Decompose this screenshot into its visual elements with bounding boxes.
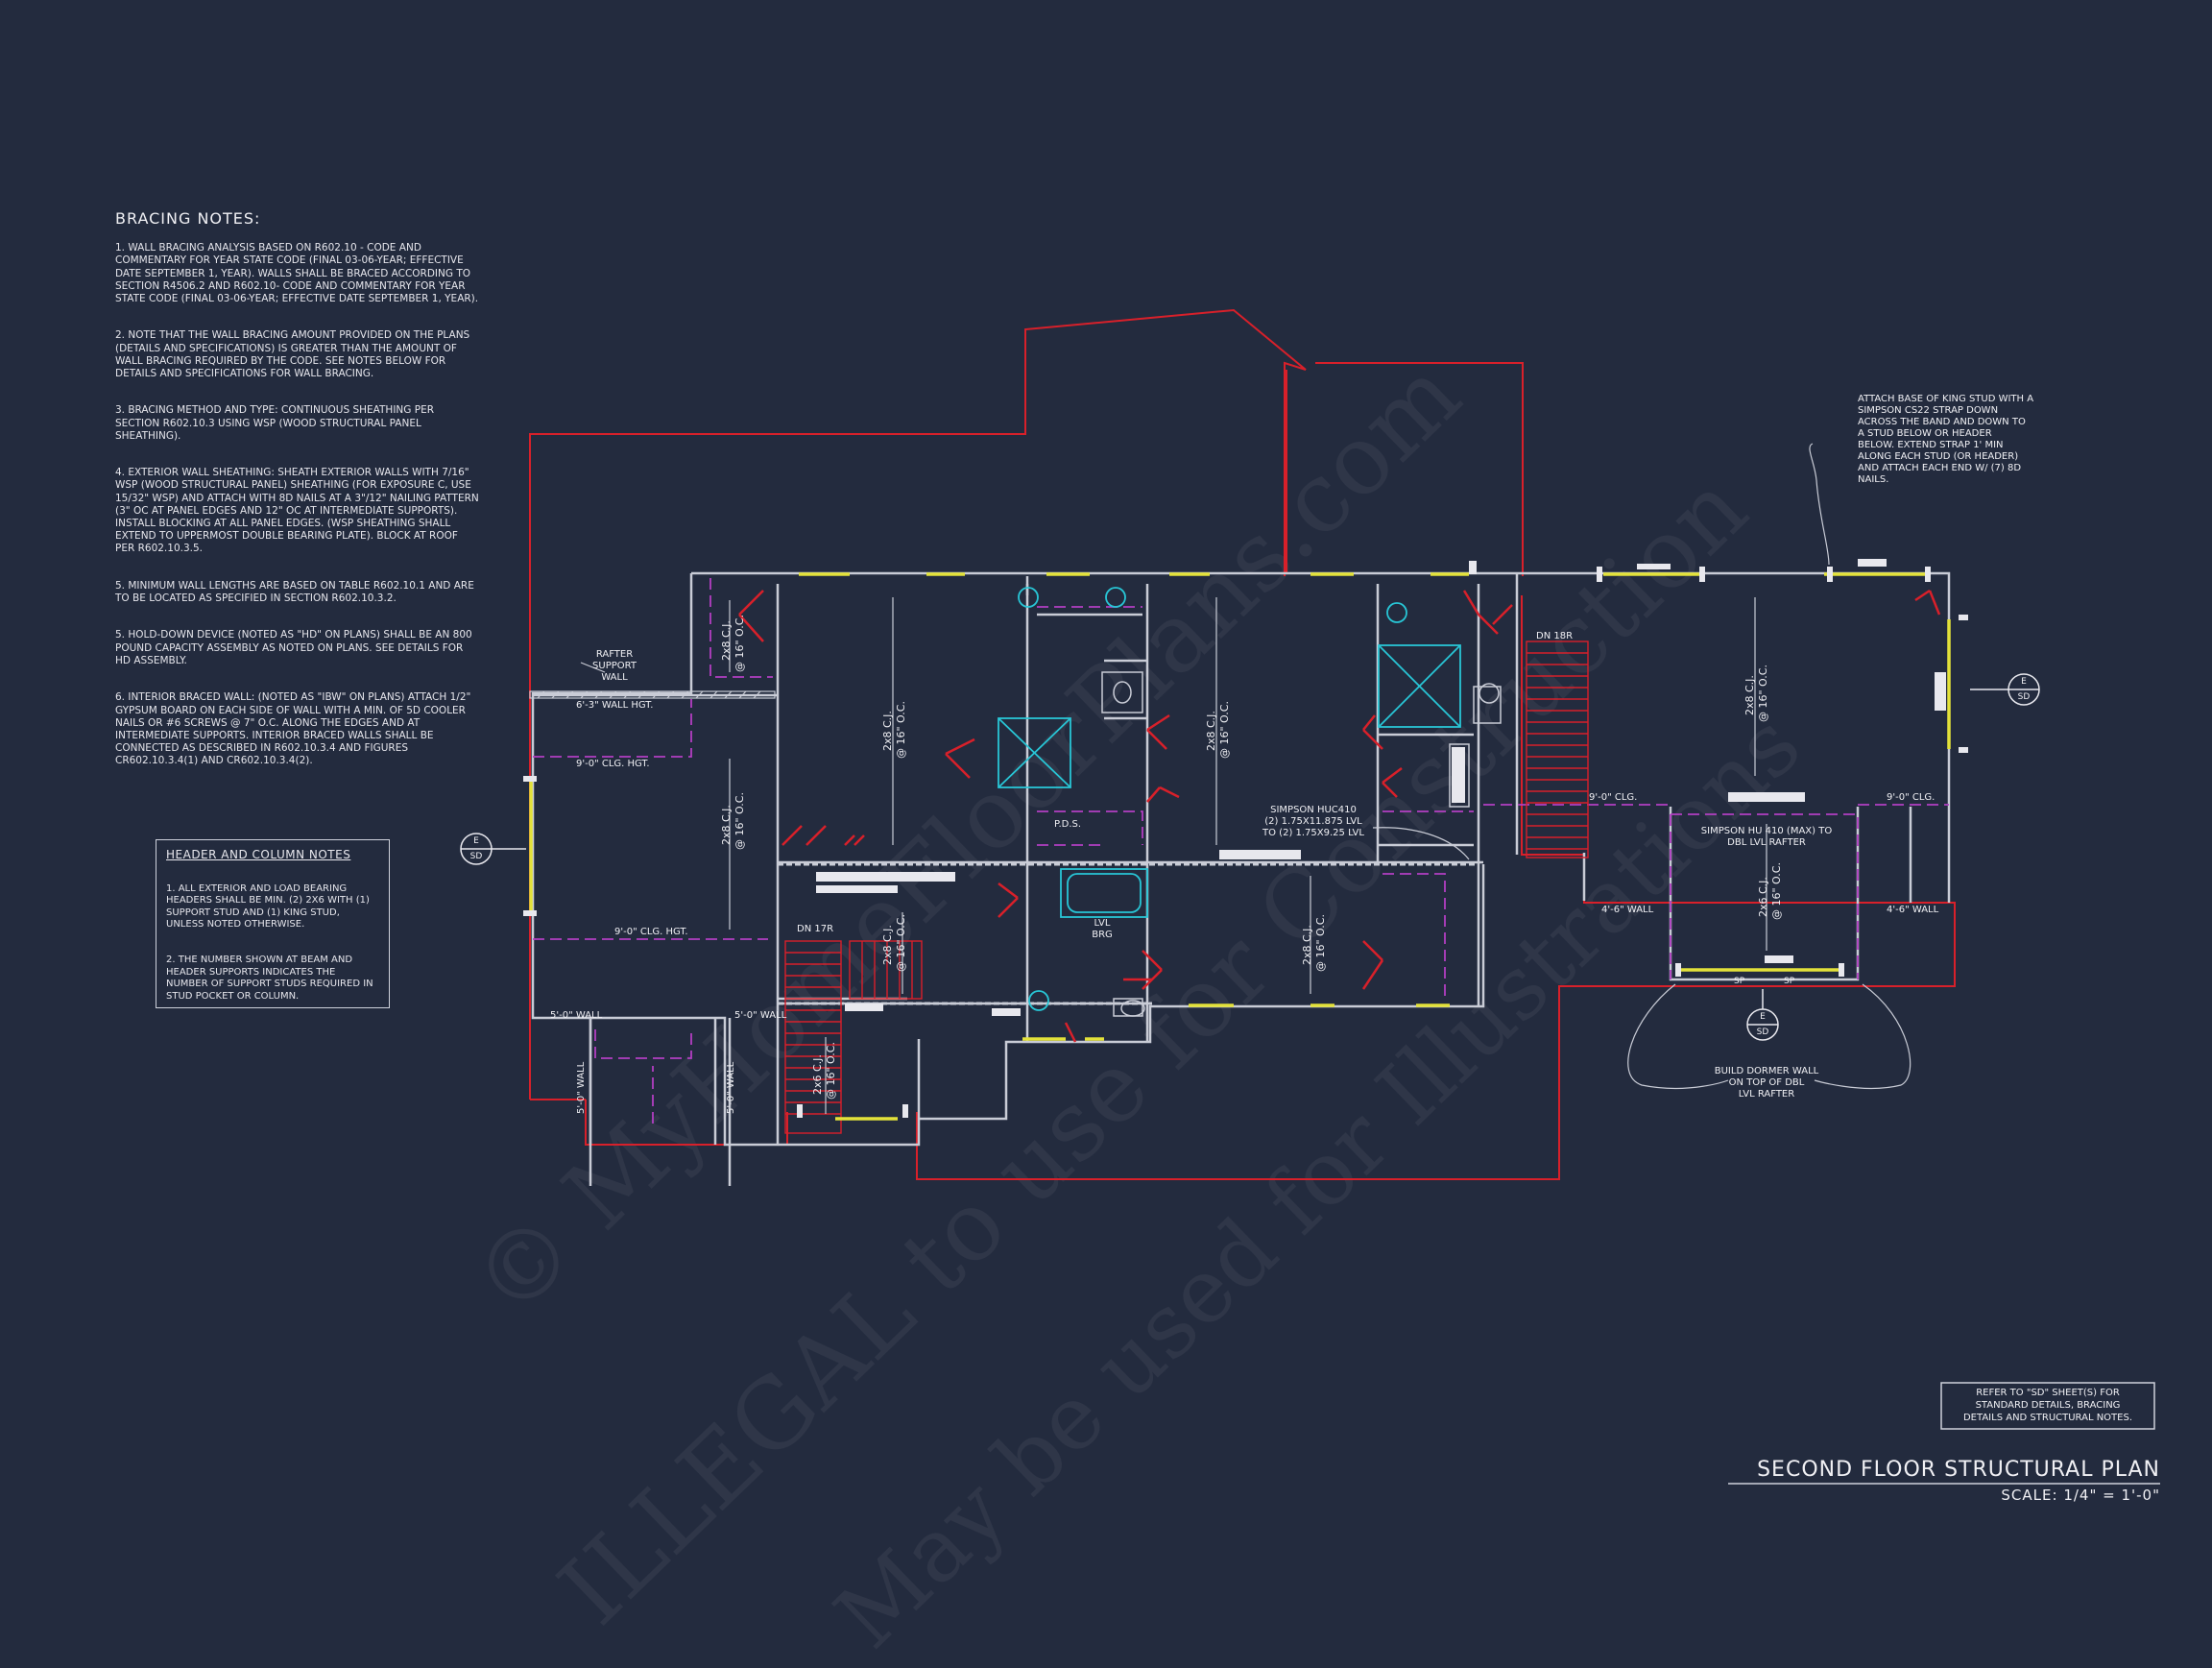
header-column-notes: HEADER AND COLUMN NOTES 1. ALL EXTERIOR … (156, 839, 390, 1008)
section-tag-2-letter: E (2021, 677, 2027, 687)
section-tag-1-letter: E (473, 836, 479, 846)
bracing-note-3: 3. BRACING METHOD AND TYPE: CONTINUOUS S… (115, 404, 435, 442)
wall-46-label-a: 4'-6" WALL (1601, 905, 1654, 915)
refer-note-box (1940, 1382, 2155, 1430)
bracing-note-7: 6. INTERIOR BRACED WALL: (NOTED AS "IBW"… (115, 691, 471, 767)
cj-spacing-8: @ 16" O.C. (1770, 862, 1783, 920)
header-note-1: 1. ALL EXTERIOR AND LOAD BEARING HEADERS… (166, 882, 370, 931)
refer-note: REFER TO "SD" SHEET(S) FOR STANDARD DETA… (1962, 1388, 2132, 1423)
door-swings (738, 589, 1941, 1043)
section-tag-1-sheet: SD (469, 852, 483, 861)
ceiling-lines (533, 578, 1949, 1124)
roof-outline (529, 308, 1956, 1180)
fixtures-white (1101, 671, 1502, 1017)
span-arrows (729, 597, 1767, 1114)
strap-note-label: ATTACH BASE OF KING STUD WITH A SIMPSON … (1858, 394, 2034, 485)
cj-label-3: 2x8 C.J. (1205, 711, 1217, 751)
bracing-note-6: 5. HOLD-DOWN DEVICE (NOTED AS "HD" ON PL… (115, 629, 472, 666)
cj-label-1: 2x8 C.J. (720, 620, 733, 661)
cj-spacing-7: @ 16" O.C. (1314, 914, 1327, 972)
clg-9-label-b: 9'-0" CLG. (1887, 792, 1936, 803)
plumbing-fixtures (998, 587, 1461, 1011)
section-tag-3-sheet: SD (1756, 1027, 1769, 1037)
wall-5-label-d: 5'-0" WALL (726, 1061, 736, 1114)
stair-dn-18r (1526, 641, 1589, 858)
cj-label-7: 2x8 C.J. (1301, 925, 1313, 965)
wall-46-label-b: 4'-6" WALL (1887, 905, 1939, 915)
dormer-label: BUILD DORMER WALL ON TOP OF DBL LVL RAFT… (1714, 1066, 1819, 1100)
section-tag-circles (460, 673, 2040, 1041)
headers-posts (523, 559, 1968, 1118)
header-note-2: 2. THE NUMBER SHOWN AT BEAM AND HEADER S… (166, 955, 373, 1002)
bracing-notes: BRACING NOTES: 1. WALL BRACING ANALYSIS … (115, 209, 480, 792)
sp-label-a: SP (1734, 977, 1745, 986)
cj-spacing-9: @ 16" O.C. (825, 1042, 837, 1100)
cj-label-6: 2x8 C.J. (881, 925, 894, 965)
windows (529, 572, 1951, 1121)
drawing-scale: SCALE: 1/4" = 1'-0" (2001, 1487, 2160, 1504)
wall-5-label-a: 5'-0" WALL (550, 1010, 603, 1021)
pds-label: P.D.S. (1054, 819, 1082, 830)
bracing-note-1: 1. WALL BRACING ANALYSIS BASED ON R602.1… (115, 242, 479, 305)
rafter-support-wall (529, 690, 776, 699)
cj-spacing-1: @ 16" O.C. (733, 615, 746, 672)
cj-spacing-6: @ 16" O.C. (895, 914, 907, 972)
cj-label-9: 2x6 C.J. (811, 1054, 824, 1095)
bracing-note-4: 4. EXTERIOR WALL SHEATHING: SHEATH EXTER… (115, 467, 479, 555)
cj-spacing-3: @ 16" O.C. (1218, 701, 1231, 759)
stair-dn-17r (784, 940, 923, 1134)
lvl-brg-label: LVL BRG (1092, 918, 1113, 940)
dn-18r-label: DN 18R (1536, 631, 1574, 641)
cj-label-5: 2x8 C.J. (720, 805, 733, 845)
beam-line (778, 862, 1479, 1005)
section-tag-2-sheet: SD (2017, 692, 2031, 702)
cj-spacing-2: @ 16" O.C. (895, 701, 907, 759)
cj-label-4: 2x8 C.J. (1743, 675, 1756, 715)
cj-label-2: 2x8 C.J. (881, 711, 894, 751)
wall-5-label-c: 5'-0" WALL (576, 1061, 587, 1114)
clg-hgt-label-2: 9'-0" CLG. HGT. (614, 927, 688, 937)
bracing-note-5: 5. MINIMUM WALL LENGTHS ARE BASED ON TAB… (115, 579, 474, 605)
leader-lines (580, 443, 1911, 1089)
dn-17r-label: DN 17R (797, 924, 834, 934)
cj-label-8: 2x6 C.J. (1757, 877, 1769, 917)
simpson-huc-label: SIMPSON HUC410 (2) 1.75x11.875 LVL TO (2… (1262, 805, 1364, 838)
rafter-support-wall-label: RAFTER SUPPORT WALL (592, 649, 637, 683)
bracing-note-2: 2. NOTE THAT THE WALL BRACING AMOUNT PRO… (115, 329, 470, 380)
drawing-title: SECOND FLOOR STRUCTURAL PLAN (1757, 1458, 2160, 1482)
wall-hgt-label: 6'-3" WALL HGT. (576, 700, 654, 711)
bracing-notes-title: BRACING NOTES: (115, 209, 261, 228)
section-tag-3-letter: E (1760, 1012, 1766, 1022)
sp-label-b: SP (1784, 977, 1795, 986)
clg-9-label-a: 9'-0" CLG. (1589, 792, 1638, 803)
simpson-hu-label: SIMPSON HU 410 (MAX) TO DBL LVL RAFTER (1700, 826, 1833, 848)
clg-hgt-label-1: 9'-0" CLG. HGT. (576, 759, 650, 769)
header-notes-title: HEADER AND COLUMN NOTES (166, 848, 351, 861)
cj-spacing-5: @ 16" O.C. (733, 792, 746, 850)
cj-spacing-4: @ 16" O.C. (1757, 665, 1769, 722)
wall-5-label-b: 5'-0" WALL (734, 1010, 787, 1021)
